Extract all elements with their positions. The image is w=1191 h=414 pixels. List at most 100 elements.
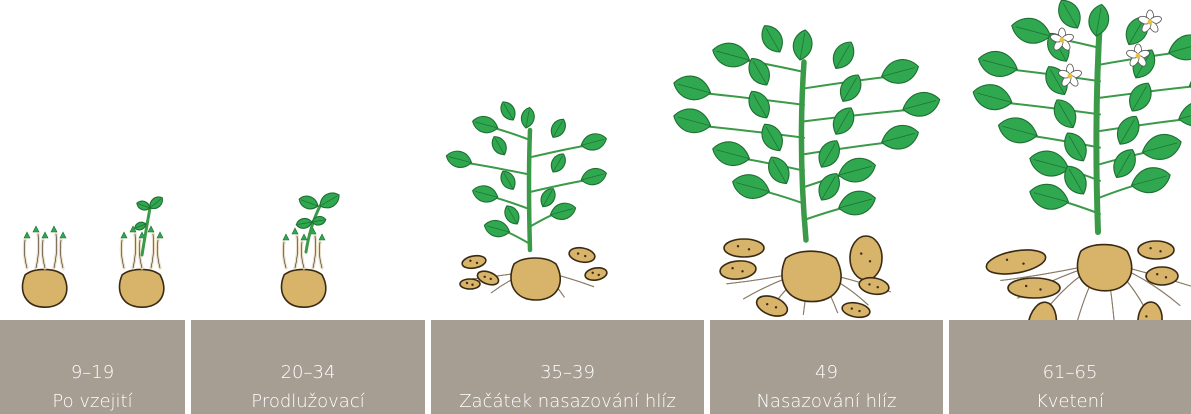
tuber-eye xyxy=(1156,273,1158,275)
flower-center xyxy=(1148,20,1153,25)
tuber-shape xyxy=(754,292,790,320)
potato-sprouting-icon xyxy=(22,194,165,307)
tuber-shape xyxy=(1008,278,1060,298)
flower-center xyxy=(1060,38,1065,43)
tuber-eye xyxy=(869,260,871,262)
sprout-tip xyxy=(24,232,30,238)
leaf-shape xyxy=(1053,0,1086,33)
plant-stem xyxy=(1096,20,1100,232)
seed-tuber-shape xyxy=(22,269,66,307)
stage-panel-3: 35–39 Začátek nasazování hlíz xyxy=(431,320,704,414)
tuber-shape xyxy=(568,246,596,264)
tuber-shape xyxy=(858,276,890,297)
tuber-eye xyxy=(1149,247,1151,249)
plant-stem xyxy=(529,130,530,250)
sprout-tip xyxy=(319,234,325,240)
tuber-eye xyxy=(584,255,586,257)
tuber-eye xyxy=(731,267,733,269)
tuber-eye xyxy=(860,252,862,254)
tuber-shape xyxy=(985,246,1048,278)
flower-center xyxy=(1136,54,1141,59)
stage-name: Kvetení xyxy=(949,391,1191,412)
tuber-eye xyxy=(490,278,492,280)
plant-stem xyxy=(465,163,530,175)
tuber-eye xyxy=(737,245,739,247)
tuber-eye xyxy=(1022,262,1024,264)
sprout-tip xyxy=(42,232,48,238)
stage-name: Po vzejití xyxy=(0,391,185,412)
tuber-eye xyxy=(598,274,600,276)
stage-name: Začátek nasazování hlíz xyxy=(431,391,704,412)
plant-stem xyxy=(1100,119,1188,131)
tuber-eye xyxy=(466,282,468,284)
plant-stem xyxy=(804,208,843,220)
plant-stem xyxy=(507,232,530,244)
tuber-shape xyxy=(460,279,480,289)
tuber-eye xyxy=(775,306,777,308)
tuber-eye xyxy=(1165,276,1167,278)
tuber-shape xyxy=(584,266,608,282)
sprout-tip xyxy=(33,226,39,232)
flower-center xyxy=(1068,74,1073,79)
leaf-shape xyxy=(1186,64,1191,98)
sprout-tip xyxy=(157,232,163,238)
plant-stem xyxy=(1100,185,1135,197)
plant-stem xyxy=(700,126,804,138)
tuber-shape xyxy=(724,239,764,257)
seed-tuber-shape xyxy=(782,251,841,301)
seed-tuber-shape xyxy=(1077,245,1131,291)
tuber-eye xyxy=(858,310,860,312)
stage-name: Prodlužovací xyxy=(191,391,425,412)
sprout-tip xyxy=(60,232,66,238)
plant-stem xyxy=(766,192,805,204)
seed-tuber-shape xyxy=(281,269,325,307)
plant-stem xyxy=(1002,102,1100,114)
tuber-eye xyxy=(877,286,879,288)
tuber-eye xyxy=(1159,250,1161,252)
tuber-eye xyxy=(851,307,853,309)
stage-code: 20–34 xyxy=(191,362,425,383)
potato-tuber-setting-icon xyxy=(671,21,943,320)
leaf-shape xyxy=(1176,97,1191,131)
tuber-shape xyxy=(461,254,487,270)
sprout-tip xyxy=(51,226,57,232)
sprout-tip xyxy=(292,228,298,234)
tuber-shape xyxy=(719,259,756,280)
plant-stem xyxy=(804,109,914,121)
sprout-tip xyxy=(148,226,154,232)
sprout-tip xyxy=(283,234,289,240)
tuber-eye xyxy=(592,272,594,274)
potato-elongation-icon xyxy=(281,189,342,307)
tuber-eye xyxy=(484,276,486,278)
stage-panel-4: 49 Nasazování hlíz xyxy=(710,320,943,414)
stage-name: Nasazování hlíz xyxy=(710,391,943,412)
tuber-eye xyxy=(1025,285,1027,287)
tuber-eye xyxy=(476,262,478,264)
tuber-eye xyxy=(1006,259,1008,261)
stage-code: 49 xyxy=(710,362,943,383)
seed-tuber-shape xyxy=(119,269,163,307)
potato-flowering-icon xyxy=(970,0,1191,352)
stage-panel-2: 20–34 Prodlužovací xyxy=(191,320,425,414)
sprout-tip xyxy=(121,232,127,238)
stage-code: 9–19 xyxy=(0,362,185,383)
stage-code: 61–65 xyxy=(949,362,1191,383)
tuber-eye xyxy=(766,303,768,305)
tuber-eye xyxy=(748,248,750,250)
tuber-eye xyxy=(577,252,579,254)
stage-panel-5: 61–65 Kvetení xyxy=(949,320,1191,414)
plant-stem xyxy=(530,215,553,227)
tuber-shape xyxy=(850,236,882,280)
tuber-eye xyxy=(868,283,870,285)
stage-panel-1: 9–19 Po vzejití xyxy=(0,320,185,414)
plant-stem xyxy=(804,142,890,154)
potato-tuber-initiation-icon xyxy=(444,99,608,300)
tuber-shape xyxy=(1146,267,1178,285)
sprout-tip xyxy=(301,234,307,240)
seed-tuber-shape xyxy=(511,258,560,300)
tuber-eye xyxy=(741,270,743,272)
tuber-eye xyxy=(469,260,471,262)
tuber-eye xyxy=(1145,315,1147,317)
stage-code: 35–39 xyxy=(431,362,704,383)
tuber-eye xyxy=(471,284,473,286)
